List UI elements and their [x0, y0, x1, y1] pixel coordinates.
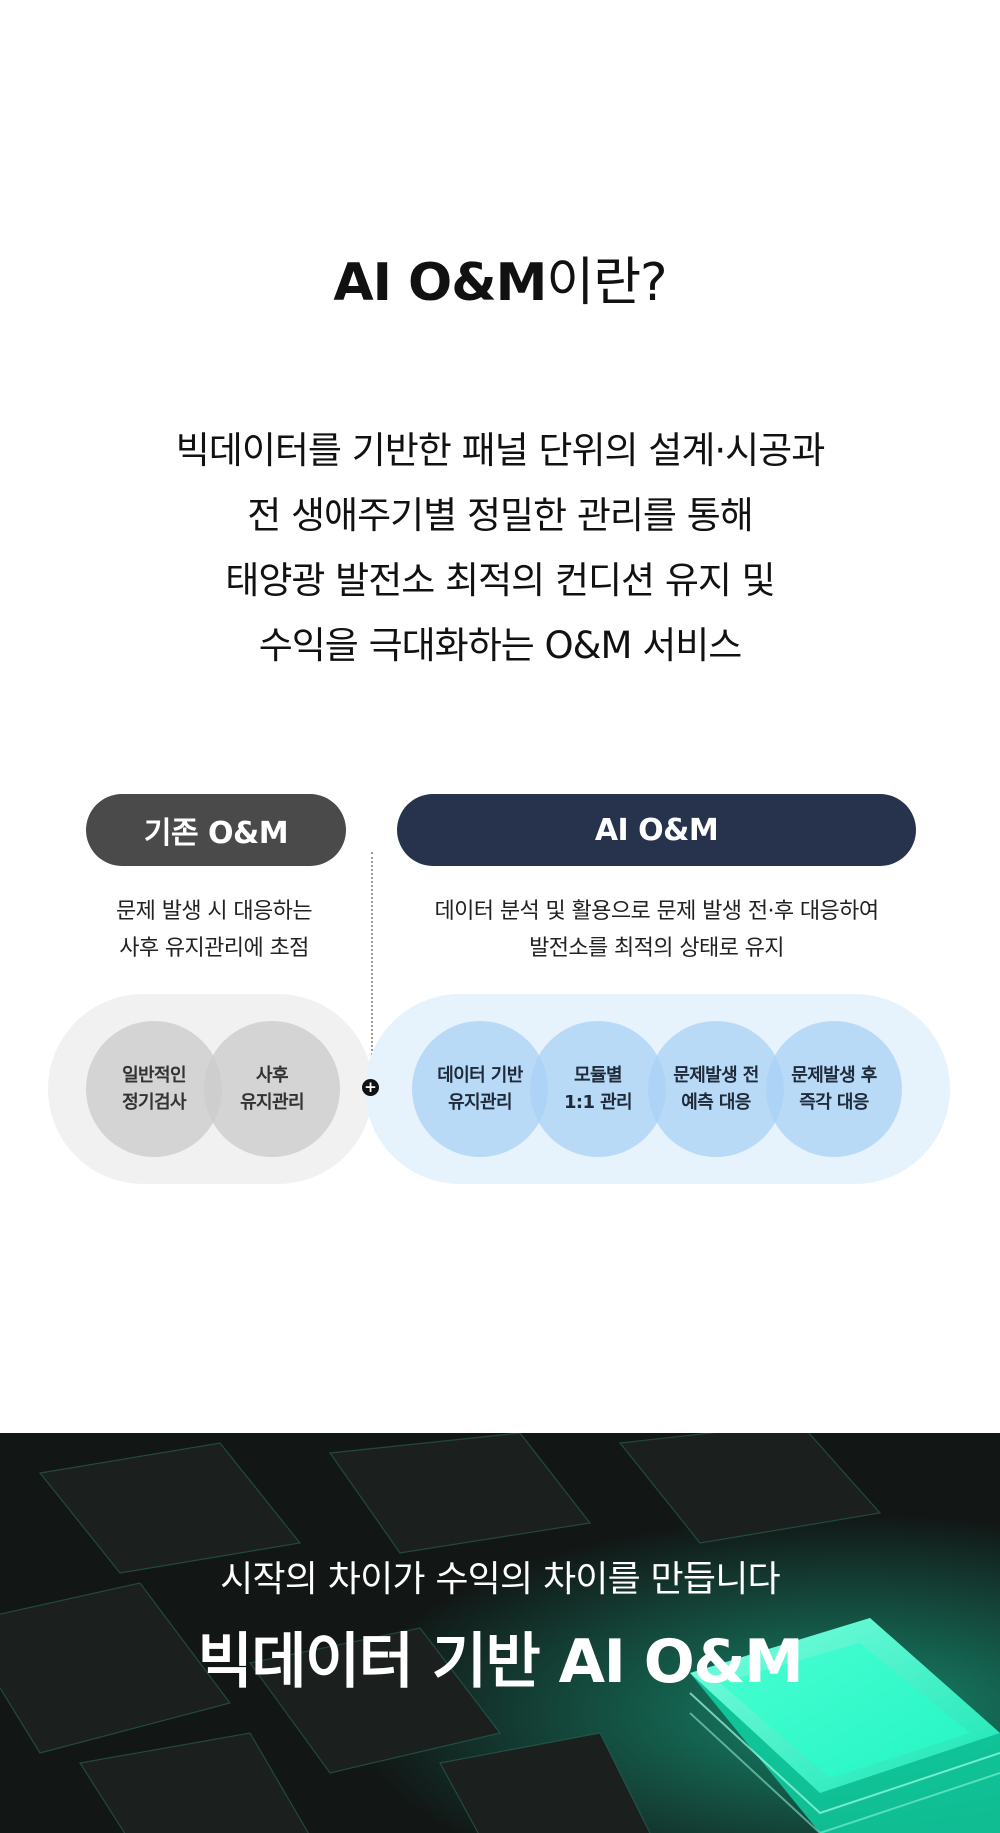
description: 빅데이터를 기반한 패널 단위의 설계·시공과 전 생애주기별 정밀한 관리를 …	[0, 418, 1000, 678]
section-divider	[371, 852, 373, 1087]
ai-item-circle: 모듈별 1:1 관리	[530, 1021, 666, 1157]
description-line: 태양광 발전소 최적의 컨디션 유지 및	[225, 559, 775, 602]
title-light: 이란?	[546, 253, 667, 313]
ai-om-pill: AI O&M	[397, 794, 916, 866]
legacy-caption-line: 사후 유지관리에 초점	[119, 936, 309, 961]
legacy-item-line: 일반적인	[122, 1065, 186, 1086]
ai-caption-line: 데이터 분석 및 활용으로 문제 발생 전·후 대응하여	[434, 899, 880, 924]
ai-item-circle: 데이터 기반 유지관리	[412, 1021, 548, 1157]
ai-item-line: 예측 대응	[681, 1092, 751, 1113]
ai-item-circle: 문제발생 전 예측 대응	[648, 1021, 784, 1157]
title-strong: AI O&M	[333, 253, 547, 313]
ai-caption-line: 발전소를 최적의 상태로 유지	[529, 936, 784, 961]
ai-item-circle: 문제발생 후 즉각 대응	[766, 1021, 902, 1157]
ai-caption: 데이터 분석 및 활용으로 문제 발생 전·후 대응하여 발전소를 최적의 상태…	[397, 893, 916, 967]
legacy-item-circle: 일반적인 정기검사	[86, 1021, 222, 1157]
legacy-om-pill: 기존 O&M	[86, 794, 346, 866]
page-title: AI O&M이란?	[0, 248, 1000, 318]
ai-item-line: 모듈별	[574, 1065, 622, 1086]
legacy-item-line: 유지관리	[240, 1092, 304, 1113]
banner-background-graphic	[0, 1433, 1000, 1833]
description-line: 수익을 극대화하는 O&M 서비스	[258, 624, 743, 667]
legacy-caption: 문제 발생 시 대응하는 사후 유지관리에 초점	[86, 893, 342, 967]
ai-item-line: 문제발생 후	[791, 1065, 877, 1086]
hero-banner	[0, 1433, 1000, 1833]
banner-subtitle: 시작의 차이가 수익의 차이를 만듭니다	[220, 1559, 781, 1600]
legacy-item-line: 정기검사	[122, 1092, 186, 1113]
legacy-caption-line: 문제 발생 시 대응하는	[116, 899, 313, 924]
ai-item-line: 즉각 대응	[799, 1092, 869, 1113]
legacy-item-line: 사후	[256, 1065, 289, 1086]
description-line: 전 생애주기별 정밀한 관리를 통해	[247, 494, 754, 537]
ai-item-line: 데이터 기반	[437, 1065, 523, 1086]
description-line: 빅데이터를 기반한 패널 단위의 설계·시공과	[175, 429, 826, 472]
ai-item-line: 1:1 관리	[563, 1092, 633, 1113]
ai-item-line: 문제발생 전	[673, 1065, 759, 1086]
plus-icon: +	[362, 1079, 379, 1096]
legacy-item-circle: 사후 유지관리	[204, 1021, 340, 1157]
ai-item-line: 유지관리	[448, 1092, 512, 1113]
glowing-cube-icon	[689, 1618, 1000, 1833]
banner-headline: 빅데이터 기반 AI O&M	[197, 1627, 804, 1697]
